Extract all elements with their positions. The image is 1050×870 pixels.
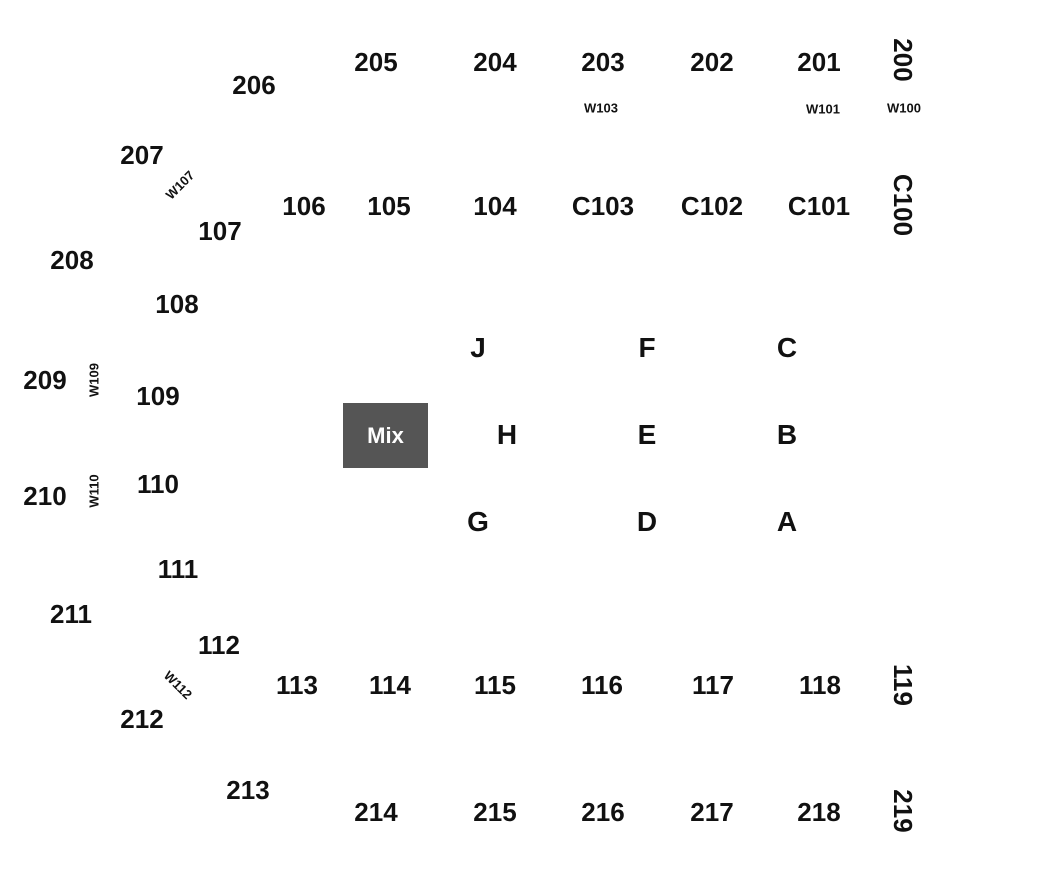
section-109[interactable]: 109: [136, 381, 180, 411]
wheelchair-w100[interactable]: W100: [887, 100, 921, 116]
section-105[interactable]: 105: [367, 191, 411, 221]
wheelchair-w103[interactable]: W103: [584, 100, 618, 116]
wheelchair-w110[interactable]: W110: [86, 474, 102, 508]
section-217[interactable]: 217: [690, 797, 734, 827]
section-208[interactable]: 208: [50, 245, 94, 275]
floor-section-h[interactable]: H: [496, 419, 518, 450]
section-114[interactable]: 114: [369, 670, 411, 700]
section-108[interactable]: 108: [155, 289, 199, 319]
section-113[interactable]: 113: [276, 670, 318, 700]
section-110[interactable]: 110: [137, 469, 179, 499]
floor-section-f[interactable]: F: [638, 332, 656, 363]
section-115[interactable]: 115: [474, 670, 516, 700]
floor-section-a[interactable]: A: [776, 506, 798, 537]
section-200[interactable]: 200: [888, 38, 918, 82]
section-206[interactable]: 206: [232, 70, 276, 100]
section-204[interactable]: 204: [473, 47, 517, 77]
section-219[interactable]: 219: [888, 789, 918, 833]
section-201[interactable]: 201: [797, 47, 841, 77]
section-203[interactable]: 203: [581, 47, 625, 77]
section-218[interactable]: 218: [797, 797, 841, 827]
section-214[interactable]: 214: [354, 797, 398, 827]
section-211[interactable]: 211: [50, 599, 92, 629]
floor-section-d[interactable]: D: [636, 506, 658, 537]
section-107[interactable]: 107: [198, 216, 242, 246]
wheelchair-w107[interactable]: W107: [162, 167, 198, 203]
section-104[interactable]: 104: [473, 191, 517, 221]
section-213[interactable]: 213: [226, 775, 270, 805]
section-119[interactable]: 119: [888, 664, 918, 706]
floor-section-e[interactable]: E: [637, 419, 657, 450]
section-117[interactable]: 117: [692, 670, 734, 700]
mix-position: Mix: [343, 403, 428, 468]
floor-section-b[interactable]: B: [776, 419, 798, 450]
section-118[interactable]: 118: [799, 670, 841, 700]
wheelchair-w101[interactable]: W101: [806, 101, 840, 117]
section-c101[interactable]: C101: [787, 191, 851, 221]
section-c102[interactable]: C102: [680, 191, 744, 221]
floor-section-c[interactable]: C: [776, 332, 798, 363]
mix-label: Mix: [367, 422, 404, 448]
wheelchair-w112[interactable]: W112: [160, 667, 196, 703]
section-c103[interactable]: C103: [571, 191, 635, 221]
section-116[interactable]: 116: [581, 670, 623, 700]
section-c100[interactable]: C100: [888, 173, 918, 237]
section-212[interactable]: 212: [120, 704, 164, 734]
section-205[interactable]: 205: [354, 47, 398, 77]
section-106[interactable]: 106: [282, 191, 326, 221]
section-202[interactable]: 202: [690, 47, 734, 77]
section-216[interactable]: 216: [581, 797, 625, 827]
section-210[interactable]: 210: [23, 481, 67, 511]
section-209[interactable]: 209: [23, 365, 67, 395]
section-112[interactable]: 112: [198, 630, 240, 660]
floor-section-g[interactable]: G: [467, 506, 489, 537]
wheelchair-w109[interactable]: W109: [86, 363, 102, 397]
section-111[interactable]: 111: [157, 554, 199, 584]
section-215[interactable]: 215: [473, 797, 517, 827]
section-207[interactable]: 207: [120, 140, 164, 170]
floor-section-j[interactable]: J: [470, 332, 486, 363]
